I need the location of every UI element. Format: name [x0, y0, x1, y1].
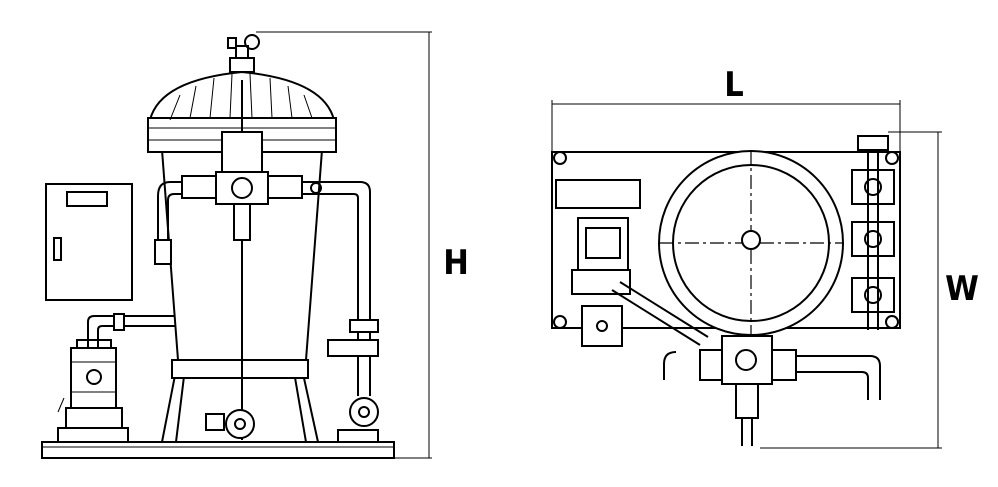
base-skid: [41, 441, 395, 459]
filter-tank: [147, 70, 337, 440]
height-label: H: [443, 243, 469, 283]
plan-diagonal-pipe: [611, 289, 701, 346]
pump-motor: [57, 339, 129, 443]
plan-right-valve-column: [851, 135, 895, 330]
center-valve-assembly: [181, 131, 303, 241]
front-elevation-view: H: [41, 31, 469, 459]
length-dimension: L: [551, 65, 901, 152]
length-label: L: [724, 65, 744, 105]
plan-view: L W: [551, 65, 979, 449]
height-dimension: H: [256, 31, 469, 459]
left-inlet-pipe: [154, 181, 182, 265]
right-outlet-pipe: [302, 181, 379, 396]
plan-control-panel: [555, 179, 641, 209]
control-panel: [45, 183, 133, 301]
bottom-valve-right: [337, 397, 379, 443]
plan-tank: [658, 150, 844, 336]
top-air-vent: [227, 34, 260, 73]
plan-pump: [571, 217, 631, 347]
bottom-valve-left: [205, 409, 255, 439]
plan-bottom-valves: [663, 335, 881, 446]
width-label: W: [945, 269, 979, 309]
width-dimension: W: [760, 131, 979, 449]
